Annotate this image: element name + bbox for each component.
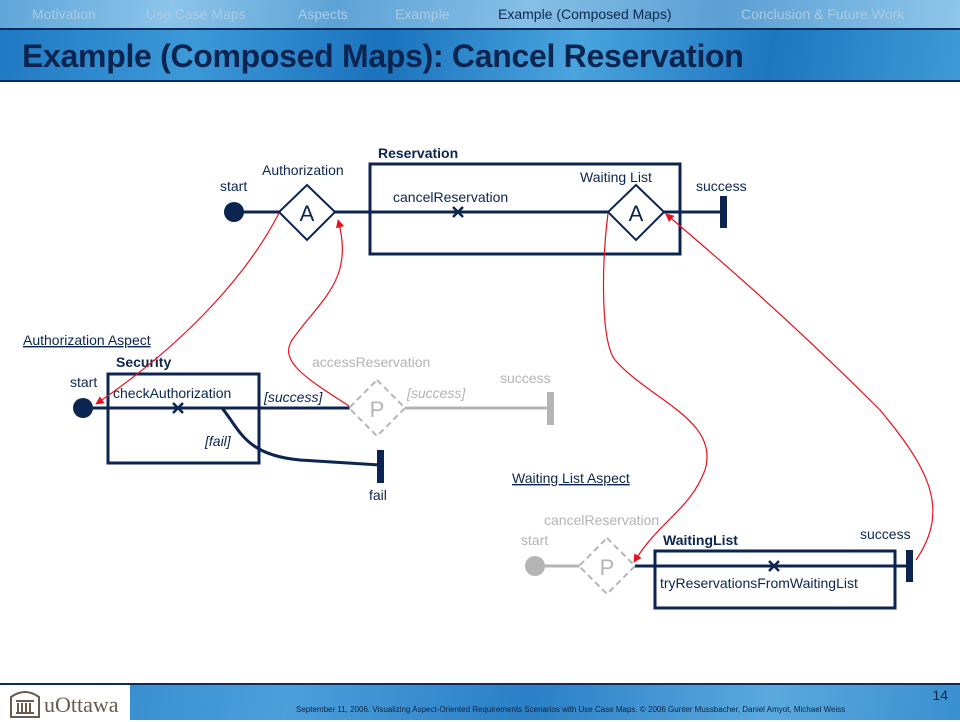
nav-item-use-case-maps[interactable]: Use Case Maps [146, 6, 246, 22]
slide-title: Example (Composed Maps): Cancel Reservat… [22, 38, 744, 74]
root-start-point [224, 202, 244, 222]
security-component-label: Security [116, 354, 171, 370]
authorization-aspect-map: Authorization Aspect Security fail start… [23, 332, 554, 503]
try-reservations-responsibility-label: tryReservationsFromWaitingList [660, 575, 858, 591]
footer-citation: September 11, 2006. Visualizing Aspect-O… [296, 705, 846, 714]
root-end-label: success [696, 178, 747, 194]
waiting-list-aspect-map: Waiting List Aspect start P cancelReserv… [512, 470, 913, 610]
binding-authorization-in-to-start [95, 212, 280, 405]
binding-pointcut-out-to-authorization [288, 219, 350, 407]
nav-item-example-composed-maps[interactable]: Example (Composed Maps) [498, 6, 672, 22]
fail-end-point [377, 450, 384, 483]
root-map: Reservation start A Authorization cancel… [220, 145, 747, 256]
nav-item-aspects[interactable]: Aspects [298, 6, 348, 22]
waiting-list-aspect-title: Waiting List Aspect [512, 470, 630, 486]
reservation-component-label: Reservation [378, 145, 458, 161]
root-start-label: start [220, 178, 247, 194]
check-authorization-responsibility-mark [172, 402, 184, 414]
authorization-aspect-start-point [73, 398, 93, 418]
binding-waiting-list-in-to-pointcut [602, 212, 708, 563]
access-reservation-pointcut-stub[interactable] [347, 378, 407, 438]
section-navbar: Motivation Use Case Maps Aspects Example… [0, 0, 960, 28]
access-reservation-pointcut-glyph: P [370, 397, 385, 422]
authorization-stub[interactable] [277, 183, 337, 242]
page-number: 14 [932, 687, 948, 703]
waiting-list-stub-glyph: A [629, 201, 644, 226]
security-component [106, 372, 261, 465]
reservation-component [368, 162, 682, 256]
fail-end-label: fail [369, 487, 387, 503]
authorization-stub-label: Authorization [262, 162, 344, 178]
uottawa-logo: uOttawa [0, 685, 130, 720]
authorization-aspect-title: Authorization Aspect [23, 332, 151, 348]
check-authorization-responsibility-label: checkAuthorization [113, 385, 231, 401]
waiting-list-end-point [906, 550, 913, 582]
plugin-bindings [95, 212, 934, 563]
title-bar: Example (Composed Maps): Cancel Reservat… [0, 28, 960, 82]
waiting-list-end-label: success [860, 526, 911, 542]
root-end-point [720, 196, 727, 228]
cancel-reservation-pointcut-glyph: P [600, 555, 615, 580]
waiting-list-start-label: start [521, 532, 548, 548]
uottawa-logo-text: uOttawa [44, 692, 119, 717]
slide-footer: uOttawa September 11, 2006. Visualizing … [0, 683, 960, 720]
access-reservation-pointcut-label: accessReservation [312, 354, 430, 370]
authorization-stub-glyph: A [300, 201, 315, 226]
cancel-reservation-pointcut-stub[interactable] [577, 536, 637, 596]
waiting-list-component [653, 549, 897, 610]
try-reservations-responsibility-mark [768, 560, 780, 572]
waiting-list-stub[interactable] [606, 183, 666, 242]
pointcut-guard-label: [success] [406, 385, 466, 401]
nav-item-motivation[interactable]: Motivation [32, 6, 96, 22]
cancel-reservation-responsibility-label: cancelReservation [393, 189, 508, 205]
cancel-reservation-responsibility-mark [452, 206, 464, 218]
nav-item-conclusion[interactable]: Conclusion & Future Work [741, 6, 905, 22]
success-guard-label: [success] [263, 389, 323, 405]
pointcut-end-point [547, 392, 554, 425]
fail-branch-path [220, 407, 381, 467]
cancel-reservation-pointcut-label: cancelReservation [544, 512, 659, 528]
fail-guard-label: [fail] [204, 433, 232, 449]
waiting-list-stub-label: Waiting List [580, 169, 652, 185]
waiting-list-component-label: WaitingList [663, 532, 738, 548]
pointcut-end-label: success [500, 370, 551, 386]
binding-end-to-waiting-list-out [665, 213, 934, 561]
authorization-aspect-start-label: start [70, 374, 97, 390]
nav-item-example[interactable]: Example [395, 6, 450, 22]
waiting-list-start-point [525, 556, 545, 576]
university-building-icon [10, 691, 40, 718]
